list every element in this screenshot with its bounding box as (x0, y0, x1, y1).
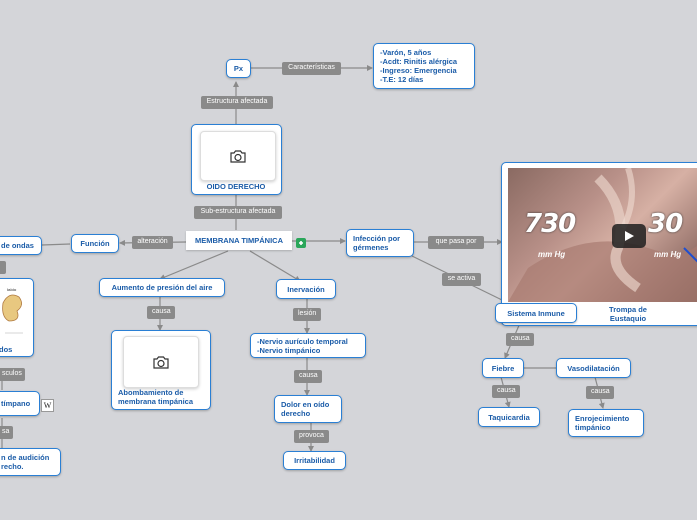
node-funcion-label: Función (80, 239, 110, 248)
node-timpano[interactable]: tímpano (0, 391, 40, 416)
video-thumbnail[interactable]: 730 mm Hg 30 mm Hg (508, 168, 697, 302)
label-estructura-afectada: Estructura afectada (201, 96, 273, 109)
camera-icon (153, 355, 169, 369)
node-enrojecimiento[interactable]: Enrojecimiento timpánico (568, 409, 644, 437)
abombamiento-line: membrana timpánica (118, 397, 194, 406)
enrojecimiento-text: Enrojecimiento timpánico (575, 414, 629, 432)
node-sistema-label: Sistema Inmune (507, 308, 565, 318)
image-placeholder (200, 131, 276, 181)
enrojecimiento-line: timpánico (575, 423, 611, 432)
node-ondas[interactable]: de ondas (0, 236, 42, 255)
detail-line: -T.E: 12 días (380, 75, 424, 84)
medical-icon (296, 235, 306, 248)
detail-line: -Ingreso: Emergencia (380, 66, 457, 75)
audicion-text: n de audición recho. (1, 453, 49, 471)
node-ondas-label: de ondas (1, 241, 34, 250)
node-membrana-timpanica[interactable]: MEMBRANA TIMPÁNICA (186, 231, 292, 250)
video-left-value: 730 (524, 209, 576, 239)
nervios-line: -Nervio timpánico (257, 345, 321, 355)
node-nervios[interactable]: -Nervio aurículo temporal -Nervio timpán… (250, 333, 366, 358)
enrojecimiento-line: Enrojecimiento (575, 414, 630, 423)
node-fiebre[interactable]: Fiebre (482, 358, 524, 378)
label-causa-4: causa (492, 385, 520, 398)
node-irritabilidad-label: Irritabilidad (294, 456, 335, 465)
audicion-line: recho. (1, 462, 24, 471)
node-abombamiento-label: Abombamiento de membrana timpánica (118, 388, 202, 406)
node-irritabilidad[interactable]: Irritabilidad (283, 451, 346, 470)
patient-details-text: -Varón, 5 años -Acdt: Rinitis alérgica -… (380, 48, 457, 84)
label-provoca: provoca (294, 430, 329, 443)
infeccion-text: Infección por gérmenes (353, 234, 400, 252)
label-alteracion: alteración (132, 236, 173, 249)
label-que-pasa-por: que pasa por (428, 236, 484, 249)
node-vasodilatacion[interactable]: Vasodilatación (556, 358, 631, 378)
label-left-fragment (0, 261, 6, 274)
infeccion-line: gérmenes (353, 243, 389, 252)
nervios-text: -Nervio aurículo temporal -Nervio timpán… (257, 337, 348, 355)
label-subestructura: Sub-estructura afectada (194, 206, 282, 219)
label-causa-1: causa (147, 306, 175, 319)
video-right-unit: mm Hg (654, 250, 682, 259)
play-icon (625, 231, 634, 241)
node-inervacion[interactable]: Inervación (276, 279, 336, 299)
camera-icon (230, 149, 246, 163)
svg-text:labio: labio (7, 287, 17, 292)
nervios-line: -Nervio aurículo temporal (257, 336, 348, 346)
node-inervacion-label: Inervación (287, 284, 325, 294)
detail-line: -Varón, 5 años (380, 48, 432, 57)
video-right-value: 30 (648, 209, 683, 239)
node-aumento-label: Aumento de presión del aire (111, 283, 213, 292)
node-px[interactable]: Px (226, 59, 251, 78)
node-taquicardia-label: Taquicardia (488, 412, 530, 422)
abombamiento-line: Abombamiento de (118, 388, 184, 397)
label-se-activa: se activa (442, 273, 481, 286)
label-musculos: sculos (0, 368, 25, 381)
label-causa-2: causa (294, 370, 322, 383)
node-funcion[interactable]: Función (71, 234, 119, 253)
node-oido-derecho-label: OIDO DERECHO (206, 182, 266, 191)
node-infeccion[interactable]: Infección por gérmenes (346, 229, 414, 257)
wikipedia-icon[interactable]: W (41, 399, 54, 412)
dolor-line: Dolor en oído (281, 400, 330, 409)
node-oido-derecho[interactable]: OIDO DERECHO (191, 124, 282, 195)
node-dos-label: dos (0, 345, 13, 354)
trompa-line: Eustaquio (609, 314, 647, 323)
label-caracteristicas: Características (282, 62, 341, 75)
trompa-line: Trompa de (609, 305, 647, 314)
node-dolor[interactable]: Dolor en oído derecho (274, 395, 342, 423)
play-button[interactable] (612, 224, 646, 248)
label-lesion: lesión (293, 308, 321, 321)
node-trompa-eustaquio[interactable]: 730 mm Hg 30 mm Hg Trompa de Eustaquio (501, 162, 697, 326)
node-aumento-presion[interactable]: Aumento de presión del aire (99, 278, 225, 297)
audicion-line: n de audición (1, 453, 50, 462)
infeccion-line: Infección por (353, 234, 401, 243)
node-vasodilatacion-label: Vasodilatación (567, 363, 620, 373)
dolor-line: derecho (281, 409, 311, 418)
dolor-text: Dolor en oído derecho (281, 400, 329, 418)
label-causa-3: causa (506, 333, 534, 346)
image-placeholder (123, 336, 199, 388)
ear-diagram-image: labio (1, 283, 27, 339)
label-causa-left: sa (0, 426, 13, 439)
node-trompa-label: Trompa de Eustaquio (598, 305, 658, 323)
node-taquicardia[interactable]: Taquicardia (478, 407, 540, 427)
label-causa-5: causa (586, 386, 614, 399)
video-left-unit: mm Hg (538, 250, 566, 259)
node-patient-details[interactable]: -Varón, 5 años -Acdt: Rinitis alérgica -… (373, 43, 475, 89)
node-abombamiento[interactable]: Abombamiento de membrana timpánica (111, 330, 211, 410)
node-dos[interactable]: labio dos (0, 278, 34, 357)
node-timpano-label: tímpano (1, 399, 31, 408)
node-membrana-label: MEMBRANA TIMPÁNICA (194, 236, 284, 245)
node-fiebre-label: Fiebre (491, 363, 515, 373)
detail-line: -Acdt: Rinitis alérgica (380, 57, 458, 66)
node-sistema-inmune[interactable]: Sistema Inmune (495, 303, 577, 323)
node-px-label: Px (233, 64, 244, 73)
node-audicion[interactable]: n de audición recho. (0, 448, 61, 476)
